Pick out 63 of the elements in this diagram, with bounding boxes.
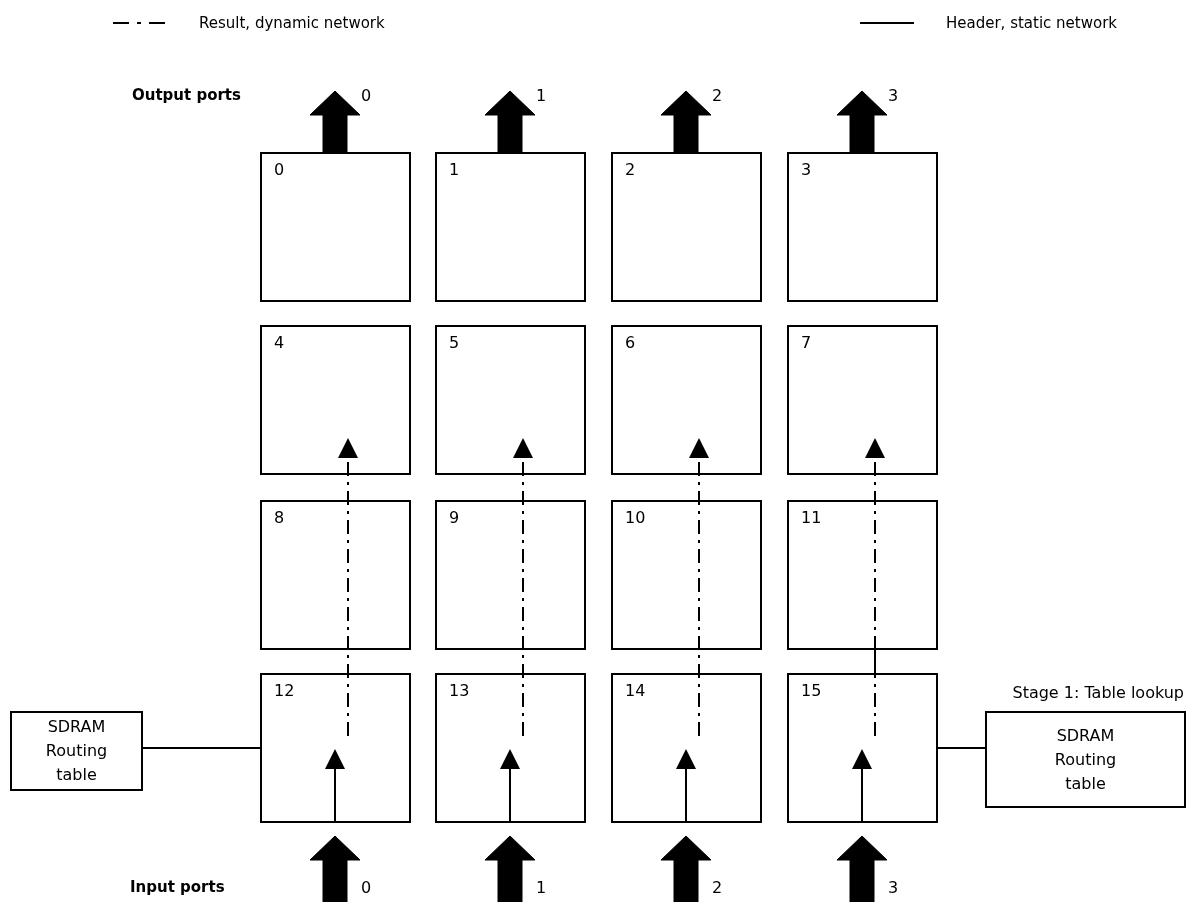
tile-number: 3 <box>801 162 812 178</box>
router-tile <box>435 152 586 302</box>
router-tile <box>787 325 938 475</box>
router-tile <box>611 152 762 302</box>
thick-arrow <box>484 90 536 153</box>
port-group-label: Input ports <box>130 880 225 895</box>
thick-arrow <box>309 90 361 153</box>
dash-dot-arrow <box>874 649 876 737</box>
stage-caption: Stage 1: Table lookup <box>1012 682 1184 704</box>
thick-arrow <box>660 835 712 902</box>
router-tile <box>787 152 938 302</box>
router-tile <box>435 325 586 475</box>
router-tile <box>260 673 411 823</box>
legend-text: Header, static network <box>946 13 1118 34</box>
router-tile <box>260 152 411 302</box>
tile-number: 7 <box>801 335 812 351</box>
box-label: SDRAM Routing table <box>44 716 109 786</box>
port-number: 1 <box>536 880 547 896</box>
thick-arrow <box>309 835 361 902</box>
router-tile <box>435 673 586 823</box>
tile-number: 12 <box>274 683 295 699</box>
router-tile <box>611 325 762 475</box>
tile-number: 14 <box>625 683 646 699</box>
port-group-label: Output ports <box>132 88 241 103</box>
connector-line <box>142 747 261 749</box>
port-number: 0 <box>361 880 372 896</box>
router-tile <box>787 500 938 650</box>
dash-dot-arrow <box>865 438 885 651</box>
legend-text: Result, dynamic network <box>199 13 385 34</box>
tile-number: 9 <box>449 510 460 526</box>
port-number: 1 <box>536 88 547 104</box>
thick-arrow <box>836 90 888 153</box>
thick-arrow <box>484 835 536 902</box>
port-number: 2 <box>712 88 723 104</box>
dash-dot-arrow <box>338 438 358 651</box>
router-tile <box>611 500 762 650</box>
port-number: 3 <box>888 880 899 896</box>
tile-number: 2 <box>625 162 636 178</box>
router-tile <box>260 500 411 650</box>
port-number: 0 <box>361 88 372 104</box>
thick-arrow <box>836 835 888 902</box>
connector-line <box>937 747 986 749</box>
tile-number: 13 <box>449 683 470 699</box>
tile-number: 8 <box>274 510 285 526</box>
router-tile <box>435 500 586 650</box>
tile-number: 5 <box>449 335 460 351</box>
thick-arrow <box>660 90 712 153</box>
tile-number: 4 <box>274 335 285 351</box>
router-tile <box>260 325 411 475</box>
router-tile <box>787 673 938 823</box>
router-tile <box>611 673 762 823</box>
memory-box <box>10 711 143 791</box>
tile-number: 10 <box>625 510 646 526</box>
dash-dot-arrow <box>689 438 709 651</box>
tile-number: 6 <box>625 335 636 351</box>
tile-number: 15 <box>801 683 822 699</box>
port-number: 3 <box>888 88 899 104</box>
tile-number: 1 <box>449 162 460 178</box>
box-label: SDRAM Routing table <box>1053 724 1118 795</box>
dash-dot-arrow <box>513 438 533 651</box>
tile-number: 0 <box>274 162 285 178</box>
port-number: 2 <box>712 880 723 896</box>
tile-number: 11 <box>801 510 822 526</box>
